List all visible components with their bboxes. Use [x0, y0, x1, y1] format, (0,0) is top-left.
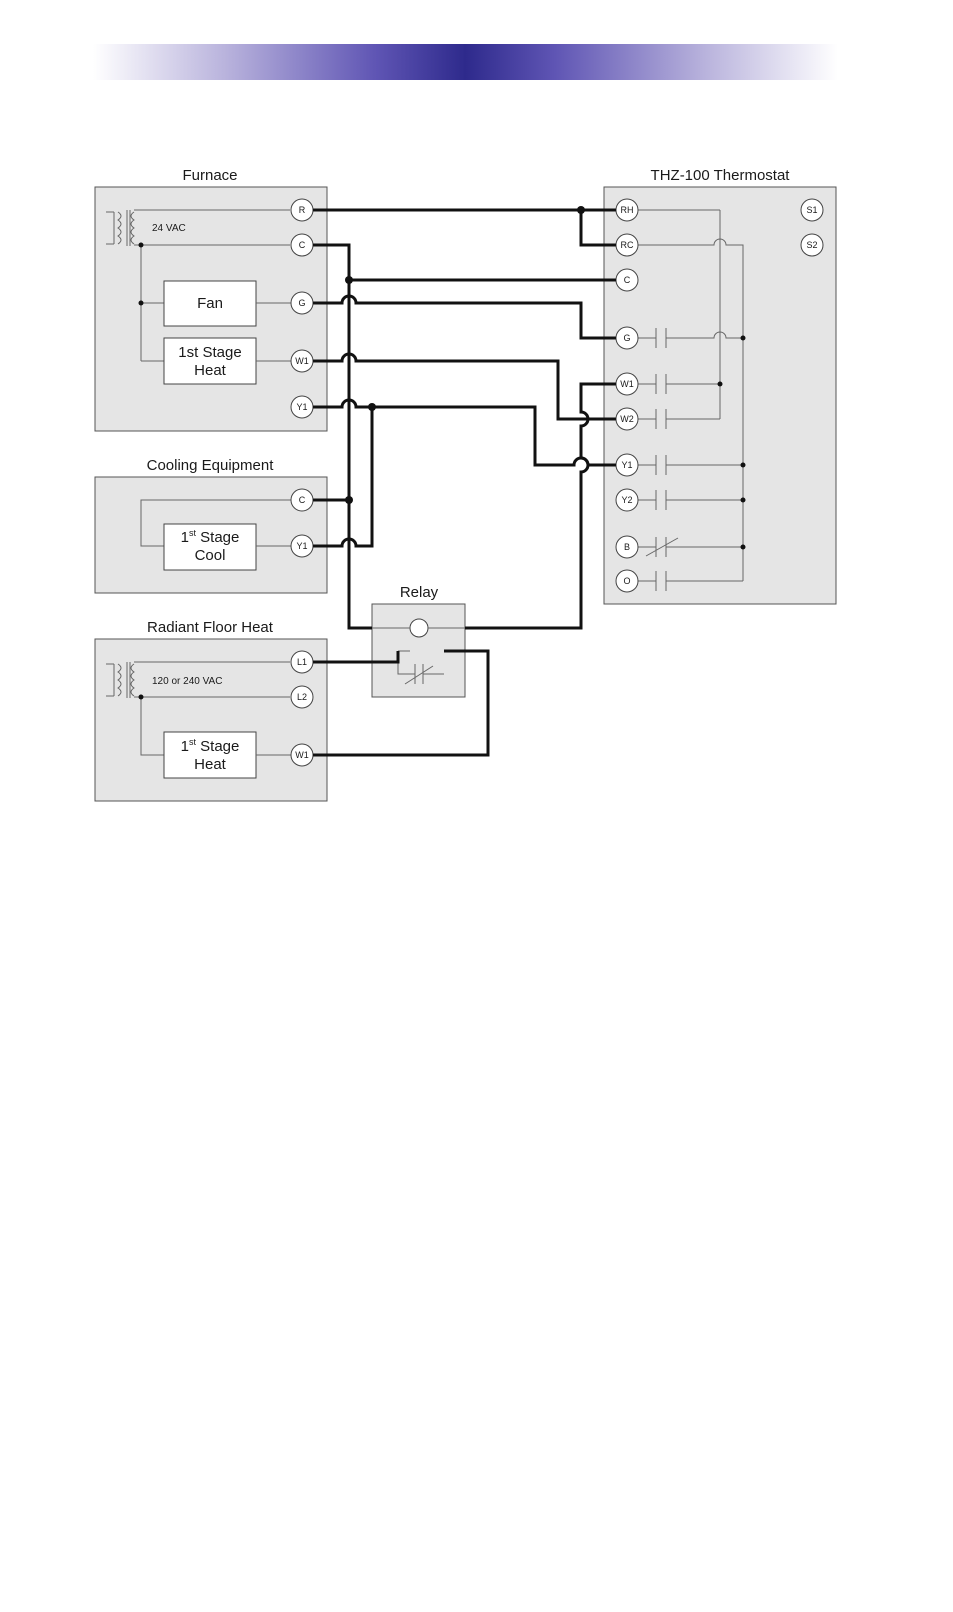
relay-title: Relay: [400, 584, 439, 601]
svg-text:L1: L1: [297, 657, 307, 667]
svg-text:W1: W1: [295, 750, 309, 760]
thermostat-terminal-w2: W2: [616, 408, 638, 430]
thermostat-title: THZ-100 Thermostat: [651, 167, 791, 184]
thermostat-terminal-b: B: [616, 536, 638, 558]
cooling-unit: Cooling Equipment 1st Stage Cool C Y1: [95, 457, 327, 593]
radiant-terminal-l2: L2: [291, 686, 313, 708]
radiant-terminal-w1: W1: [291, 744, 313, 766]
cooling-terminal-c: C: [291, 489, 313, 511]
relay-unit: Relay: [372, 584, 465, 697]
thermostat-sensor-s2: S2: [801, 234, 823, 256]
cooling-title: Cooling Equipment: [147, 457, 275, 474]
svg-text:W2: W2: [620, 414, 634, 424]
thermostat-terminal-y1: Y1: [616, 454, 638, 476]
wire-w1-relay: [465, 384, 616, 628]
wire-g: [313, 296, 616, 338]
svg-text:R: R: [299, 205, 306, 215]
thermostat-terminal-g: G: [616, 327, 638, 349]
furnace-heat-line1: 1st Stage: [178, 344, 241, 361]
radiant-voltage: 120 or 240 VAC: [152, 676, 222, 687]
svg-text:S1: S1: [806, 205, 817, 215]
svg-text:L2: L2: [297, 692, 307, 702]
svg-text:Y2: Y2: [621, 495, 632, 505]
thermostat-terminal-rh: RH: [616, 199, 638, 221]
cooling-terminal-y1: Y1: [291, 535, 313, 557]
svg-text:Y1: Y1: [621, 460, 632, 470]
svg-text:B: B: [624, 542, 630, 552]
svg-text:C: C: [299, 240, 306, 250]
svg-text:RH: RH: [621, 205, 634, 215]
svg-text:G: G: [298, 298, 305, 308]
svg-text:W1: W1: [620, 379, 634, 389]
radiant-title: Radiant Floor Heat: [147, 619, 274, 636]
wire-w1-w2: [313, 354, 616, 419]
svg-text:Y1: Y1: [296, 541, 307, 551]
radiant-terminal-l1: L1: [291, 651, 313, 673]
svg-text:C: C: [299, 495, 306, 505]
fan-label: Fan: [197, 295, 223, 312]
svg-text:G: G: [623, 333, 630, 343]
svg-text:S2: S2: [806, 240, 817, 250]
svg-text:C: C: [624, 275, 631, 285]
thermostat-sensor-s1: S1: [801, 199, 823, 221]
cooling-line2: Cool: [195, 547, 226, 564]
furnace-unit: Furnace 24 VAC Fan 1st Stage Heat R C G …: [95, 167, 327, 431]
svg-text:O: O: [623, 576, 630, 586]
thermostat-terminal-y2: Y2: [616, 489, 638, 511]
radiant-unit: Radiant Floor Heat 120 or 240 VAC 1st St…: [95, 619, 327, 801]
radiant-line2: Heat: [194, 756, 227, 773]
thermostat-terminal-c: C: [616, 269, 638, 291]
svg-text:RC: RC: [621, 240, 634, 250]
furnace-heat-line2: Heat: [194, 362, 227, 379]
thermostat-unit: THZ-100 Thermostat RH RC C: [604, 167, 836, 604]
furnace-terminal-w1: W1: [291, 350, 313, 372]
wire-y1-furnace: [313, 400, 616, 465]
thermostat-terminal-o: O: [616, 570, 638, 592]
furnace-voltage: 24 VAC: [152, 223, 186, 234]
furnace-title: Furnace: [182, 167, 237, 184]
furnace-terminal-g: G: [291, 292, 313, 314]
svg-text:W1: W1: [295, 356, 309, 366]
furnace-terminal-r: R: [291, 199, 313, 221]
furnace-terminal-y1: Y1: [291, 396, 313, 418]
relay-coil: [410, 619, 428, 637]
thermostat-terminal-rc: RC: [616, 234, 638, 256]
svg-text:Y1: Y1: [296, 402, 307, 412]
furnace-terminal-c: C: [291, 234, 313, 256]
thermostat-terminal-w1: W1: [616, 373, 638, 395]
